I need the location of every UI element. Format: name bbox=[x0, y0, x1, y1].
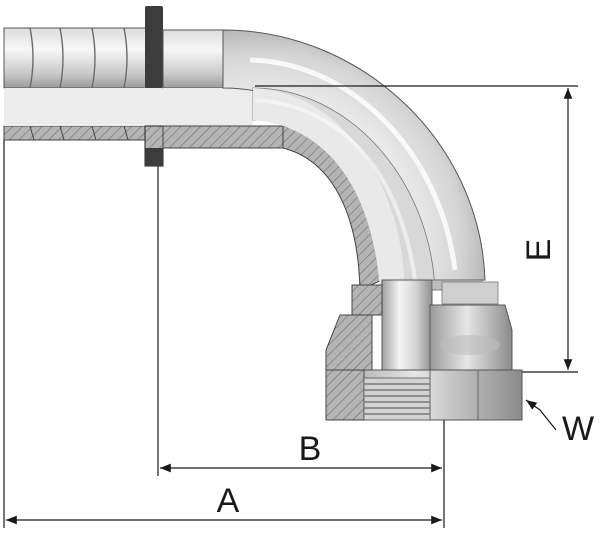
barb-ridges bbox=[29, 27, 128, 89]
dimension-e-label: E bbox=[520, 239, 558, 262]
bore bbox=[4, 88, 164, 126]
swivel-nut bbox=[325, 281, 523, 421]
thread-section bbox=[363, 377, 431, 421]
dimension-w-leader bbox=[525, 399, 557, 431]
elbow-bend bbox=[222, 29, 486, 291]
hose-tail bbox=[3, 27, 164, 141]
dimension-w-label: W bbox=[562, 410, 594, 448]
collar-washer bbox=[144, 6, 164, 167]
dimension-b-label: B bbox=[299, 430, 322, 468]
straight-tube bbox=[162, 29, 284, 149]
dimension-lines bbox=[3, 85, 578, 528]
dimension-a-label: A bbox=[217, 482, 240, 520]
tail-section-wall bbox=[3, 125, 155, 141]
